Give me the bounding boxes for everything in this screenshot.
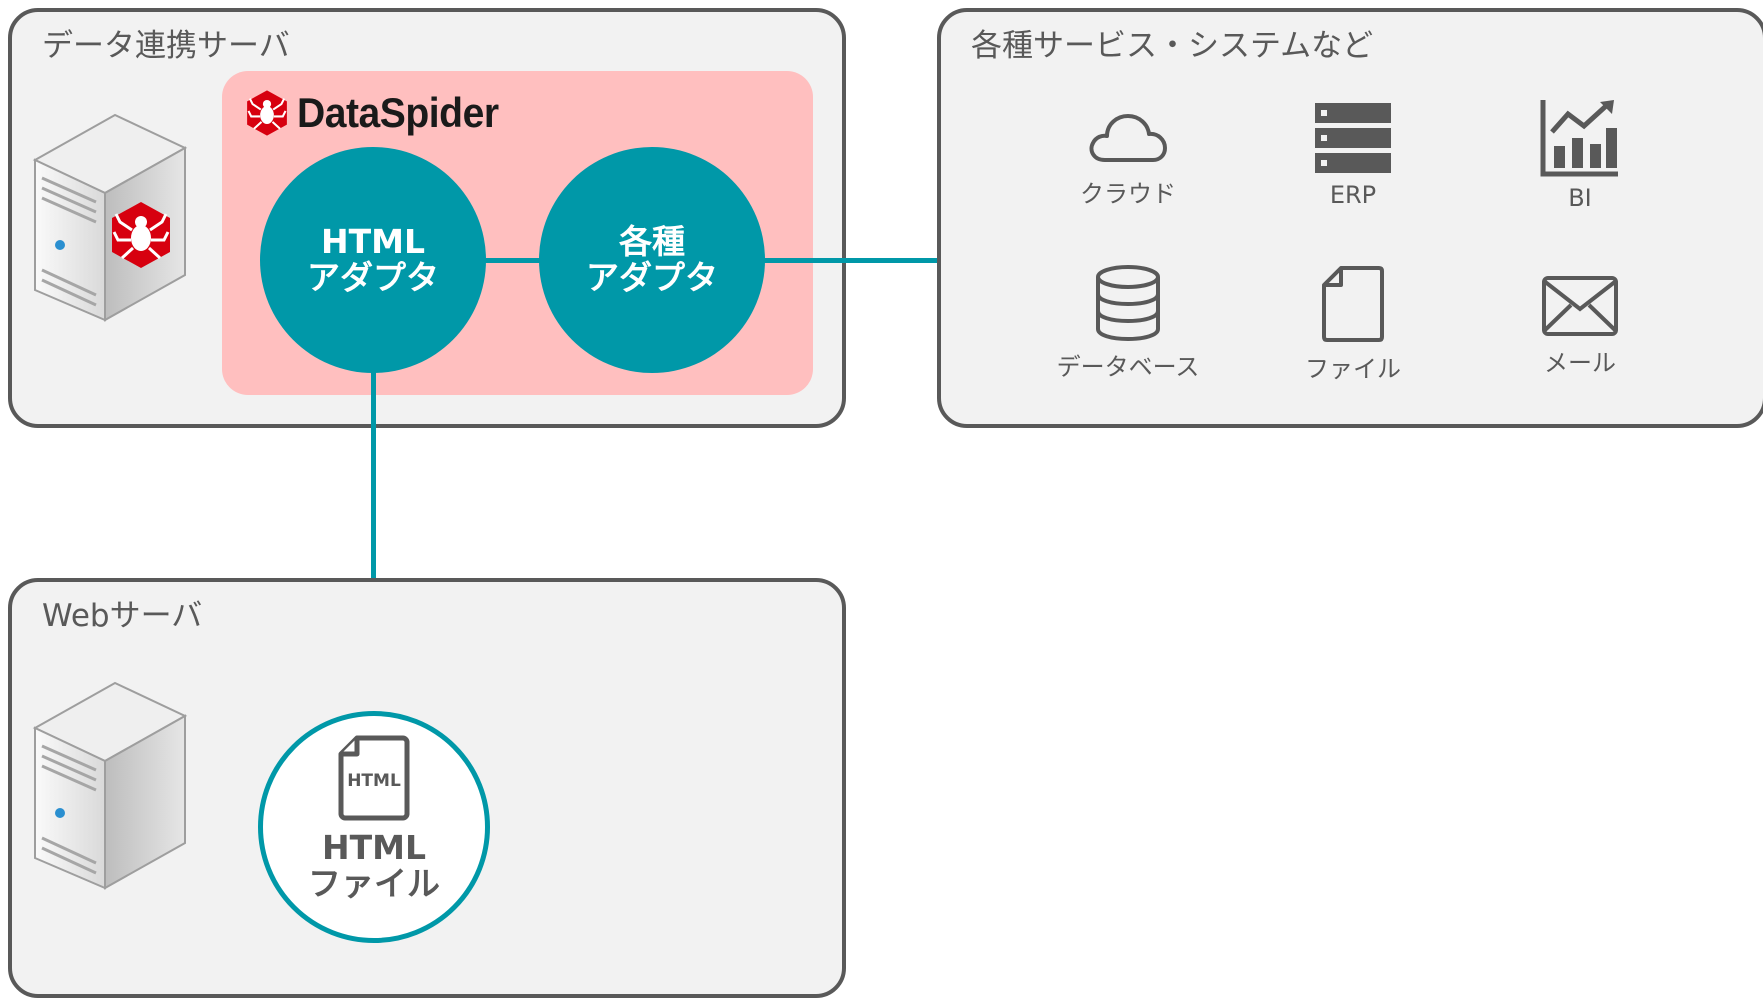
html-file-connector xyxy=(371,370,376,686)
dataspider-logo: DataSpider xyxy=(243,83,514,143)
html-adapter-node: HTML アダプタ xyxy=(260,147,486,373)
server-icon xyxy=(32,681,188,890)
cloud-icon xyxy=(1089,114,1167,162)
services-connector xyxy=(760,258,942,263)
various-adapter-node: 各種 アダプタ xyxy=(539,147,765,373)
dataspider-logo-icon xyxy=(247,90,287,136)
various-adapter-line1: 各種 xyxy=(619,222,685,261)
bar-chart-icon xyxy=(1540,100,1618,177)
html-file-line2: ファイル xyxy=(308,864,440,903)
service-label: クラウド xyxy=(1080,180,1176,208)
html-document-label: HTML xyxy=(347,771,401,791)
adapter-connector xyxy=(480,258,540,263)
server-rack-icon xyxy=(1315,103,1391,173)
various-adapter-line2: アダプタ xyxy=(586,258,718,297)
html-document-icon: HTML xyxy=(337,734,411,822)
service-mail: メール xyxy=(1480,275,1680,378)
service-label: ERP xyxy=(1329,181,1377,209)
html-adapter-line1: HTML xyxy=(321,222,425,261)
service-erp: ERP xyxy=(1253,101,1453,209)
mail-icon xyxy=(1542,276,1618,336)
html-file-line1: HTML xyxy=(322,828,426,867)
service-label: ファイル xyxy=(1305,355,1401,383)
service-label: メール xyxy=(1544,349,1616,377)
service-file: ファイル xyxy=(1253,265,1453,384)
service-label: データベース xyxy=(1056,353,1200,381)
services-title: 各種サービス・システムなど xyxy=(971,28,1374,64)
html-adapter-line2: アダプタ xyxy=(307,258,439,297)
service-database: データベース xyxy=(1028,265,1228,382)
service-cloud: クラウド xyxy=(1028,108,1228,209)
database-icon xyxy=(1096,265,1160,341)
service-label: BI xyxy=(1568,184,1592,212)
dataspider-emblem-icon xyxy=(112,202,170,268)
web-server-title: Webサーバ xyxy=(42,598,203,634)
service-bi: BI xyxy=(1480,98,1680,212)
dataspider-logo-text: DataSpider xyxy=(297,89,499,136)
data-server-title: データ連携サーバ xyxy=(42,28,290,64)
services-panel: 各種サービス・システムなど xyxy=(937,8,1763,428)
html-file-node: HTML HTML ファイル xyxy=(258,711,490,943)
file-icon xyxy=(1322,266,1384,342)
